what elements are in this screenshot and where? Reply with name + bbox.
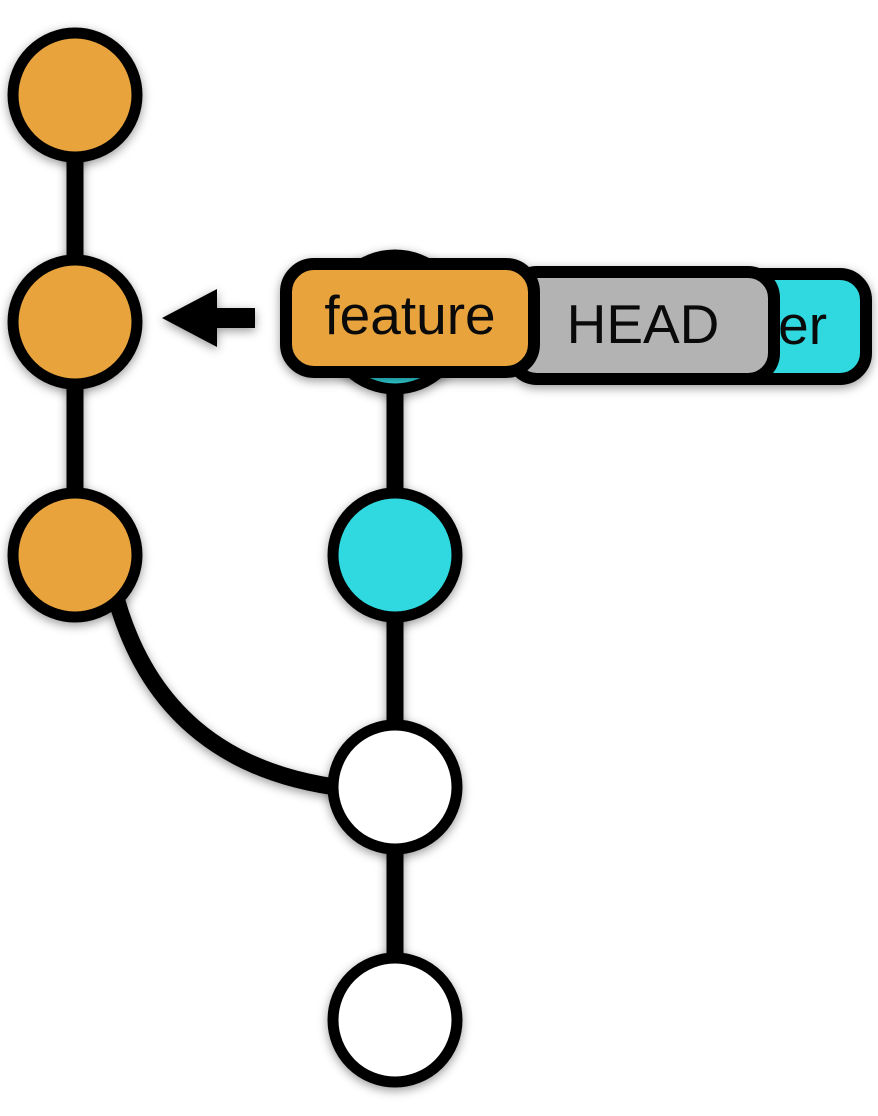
branch-label-feature-box [280,258,540,378]
branch-label-feature-text: feature [324,284,495,346]
head-label-text: HEAD [567,293,720,355]
commit-feature-tip [7,27,143,163]
arrow-shaft [217,308,255,328]
arrow-head-icon [162,289,217,347]
commit-root [327,952,463,1088]
head-label: HEAD [505,266,780,385]
branch-label-feature: feature [280,258,540,378]
commit-feature-base [7,487,143,623]
commit-shared-2 [327,719,463,855]
branch-move-arrow-layer [162,289,255,347]
edge-branch-curve [107,589,344,796]
commit-master-2 [327,487,463,623]
branch-labels: masterHEADfeature [280,258,872,385]
commit-feature-2 [7,254,143,390]
